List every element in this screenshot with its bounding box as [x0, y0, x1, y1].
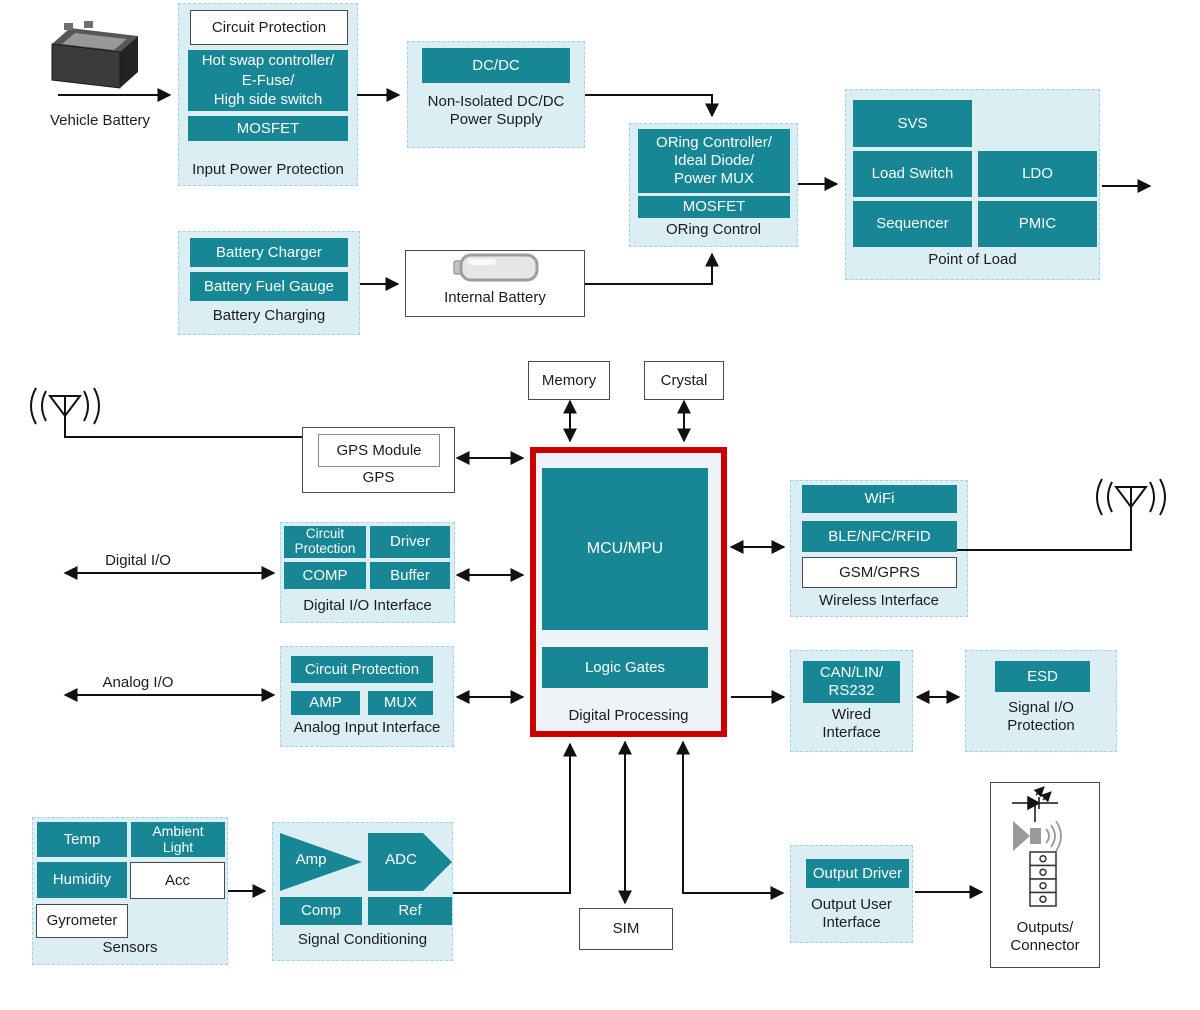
block-pmic: PMIC: [978, 201, 1097, 247]
block-load-switch: Load Switch: [853, 151, 972, 197]
label-output-user-interface: Output User Interface: [811, 896, 892, 932]
block-ambient-light: Ambient Light: [131, 822, 225, 857]
label-digital-io: Digital I/O: [105, 552, 171, 569]
label-analog-input-interface: Analog Input Interface: [293, 719, 441, 736]
label-wireless-interface: Wireless Interface: [818, 592, 940, 609]
label-analog-io: Analog I/O: [102, 674, 174, 691]
block-mosfet-input: MOSFET: [188, 116, 348, 141]
block-hot-swap: Hot swap controller/ E-Fuse/ High side s…: [188, 50, 348, 111]
box-acc: Acc: [130, 862, 225, 899]
block-battery-charger: Battery Charger: [190, 238, 348, 267]
block-circuit-protection-analog: Circuit Protection: [291, 656, 433, 683]
left-antenna-icon: [30, 387, 100, 425]
block-comp-digital: COMP: [284, 562, 366, 589]
block-driver: Driver: [370, 526, 450, 558]
label-amp-shape: Amp: [295, 851, 327, 868]
block-sequencer: Sequencer: [853, 201, 972, 247]
block-svs: SVS: [853, 100, 972, 147]
block-temp: Temp: [37, 822, 127, 857]
box-sim: SIM: [579, 908, 673, 950]
block-comp-signal: Comp: [280, 897, 362, 925]
block-oring-controller: ORing Controller/ Ideal Diode/ Power MUX: [638, 129, 790, 193]
block-battery-fuel-gauge: Battery Fuel Gauge: [190, 272, 348, 301]
label-battery-charging: Battery Charging: [212, 307, 326, 324]
block-humidity: Humidity: [37, 862, 127, 898]
block-esd: ESD: [995, 661, 1090, 692]
block-ref: Ref: [368, 897, 452, 925]
label-digital-io-interface: Digital I/O Interface: [303, 597, 432, 614]
label-gps: GPS: [362, 469, 395, 486]
block-buffer: Buffer: [370, 562, 450, 589]
block-logic-gates: Logic Gates: [542, 647, 708, 688]
box-gps-module: GPS Module: [318, 434, 440, 467]
box-gsm-gprs: GSM/GPRS: [802, 557, 957, 588]
block-output-driver: Output Driver: [806, 859, 909, 888]
block-mcu-mpu: MCU/MPU: [542, 468, 708, 630]
block-circuit-protection-digital: Circuit Protection: [284, 526, 366, 558]
box-memory: Memory: [528, 361, 610, 400]
box-circuit-protection-top: Circuit Protection: [190, 10, 348, 45]
label-digital-processing: Digital Processing: [568, 707, 689, 724]
block-dcdc: DC/DC: [422, 48, 570, 83]
box-gps: [302, 427, 455, 493]
box-internal-battery: [405, 250, 585, 317]
vehicle-battery-icon: [51, 21, 138, 89]
label-input-power-protection: Input Power Protection: [192, 161, 344, 178]
box-gyrometer: Gyrometer: [36, 904, 128, 938]
label-adc-shape: ADC: [385, 851, 417, 868]
block-can-lin-rs232: CAN/LIN/ RS232: [803, 661, 900, 703]
label-point-of-load: Point of Load: [928, 251, 1017, 268]
label-oring-control: ORing Control: [665, 221, 762, 238]
right-antenna-icon: [1096, 478, 1166, 516]
block-amp-analog: AMP: [291, 691, 360, 715]
block-wifi: WiFi: [802, 485, 957, 513]
box-outputs-connector: [990, 782, 1100, 968]
block-ble-nfc-rfid: BLE/NFC/RFID: [802, 521, 957, 552]
label-non-isolated-dcdc: Non-Isolated DC/DC Power Supply: [427, 93, 565, 129]
box-crystal: Crystal: [644, 361, 724, 400]
label-internal-battery: Internal Battery: [444, 289, 546, 306]
label-sensors: Sensors: [102, 939, 158, 956]
label-outputs-connector: Outputs/ Connector: [1010, 919, 1080, 955]
block-mux: MUX: [368, 691, 433, 715]
label-signal-conditioning: Signal Conditioning: [297, 931, 428, 948]
label-vehicle-battery: Vehicle Battery: [49, 112, 151, 129]
label-signal-io-protection: Signal I/O Protection: [1007, 699, 1075, 735]
label-wired-interface: Wired Interface: [822, 706, 881, 742]
block-mosfet-oring: MOSFET: [638, 196, 790, 218]
block-ldo: LDO: [978, 151, 1097, 197]
